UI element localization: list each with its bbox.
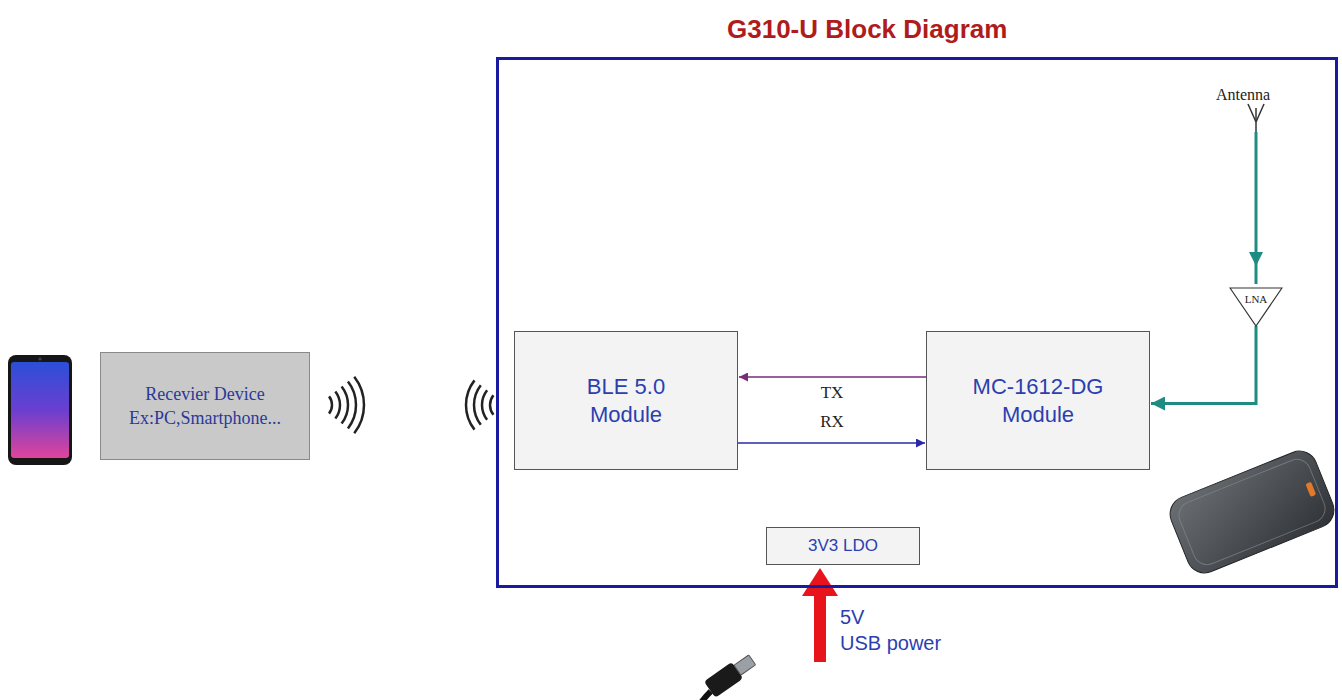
tx-line [739, 376, 926, 378]
rx-line [738, 442, 925, 444]
node-label: 3V3 LDO [808, 536, 878, 556]
text-holder: 3V3 LDO [808, 536, 878, 556]
diagram-title: G310-U Block Diagram [727, 14, 1007, 45]
device-photo [1165, 446, 1340, 579]
antenna-feed [1249, 132, 1263, 284]
text-holder: BLE 5.0 Module [571, 373, 681, 429]
node-label: Recevier Device [129, 382, 281, 406]
device-enclosure: G310-U Block DiagramLNABLE 5.0 ModuleMC-… [496, 57, 1338, 588]
smartphone-picture [8, 355, 72, 465]
power-source-label: USB power [840, 632, 941, 655]
node-label: Ex:PC,Smartphone... [129, 406, 281, 430]
text-holder: Recevier DeviceEx:PC,Smartphone... [129, 382, 281, 430]
rf-feed [1151, 326, 1256, 404]
power-arrow [802, 568, 838, 662]
voltage-label: 5V [840, 606, 864, 629]
antenna-label: Antenna [1216, 86, 1270, 104]
node-label: BLE 5.0 Module [571, 373, 681, 429]
signal-label: TX [800, 383, 864, 403]
ldo-regulator-box: 3V3 LDO [766, 527, 920, 565]
ble-module-box: BLE 5.0 Module [514, 331, 738, 470]
wireless-waves [329, 377, 493, 434]
receiver-device-box: Recevier DeviceEx:PC,Smartphone... [100, 352, 310, 460]
text-holder: LNA [1229, 293, 1283, 305]
gnss-module-box: MC-1612-DG Module [926, 331, 1150, 470]
lna-amplifier: LNA [1229, 287, 1283, 327]
node-label: LNA [1229, 293, 1283, 305]
antenna-symbol [1248, 104, 1264, 132]
signal-label: RX [800, 412, 864, 432]
usb-cable [651, 652, 772, 700]
node-label: MC-1612-DG Module [963, 373, 1113, 429]
text-holder: MC-1612-DG Module [963, 373, 1113, 429]
